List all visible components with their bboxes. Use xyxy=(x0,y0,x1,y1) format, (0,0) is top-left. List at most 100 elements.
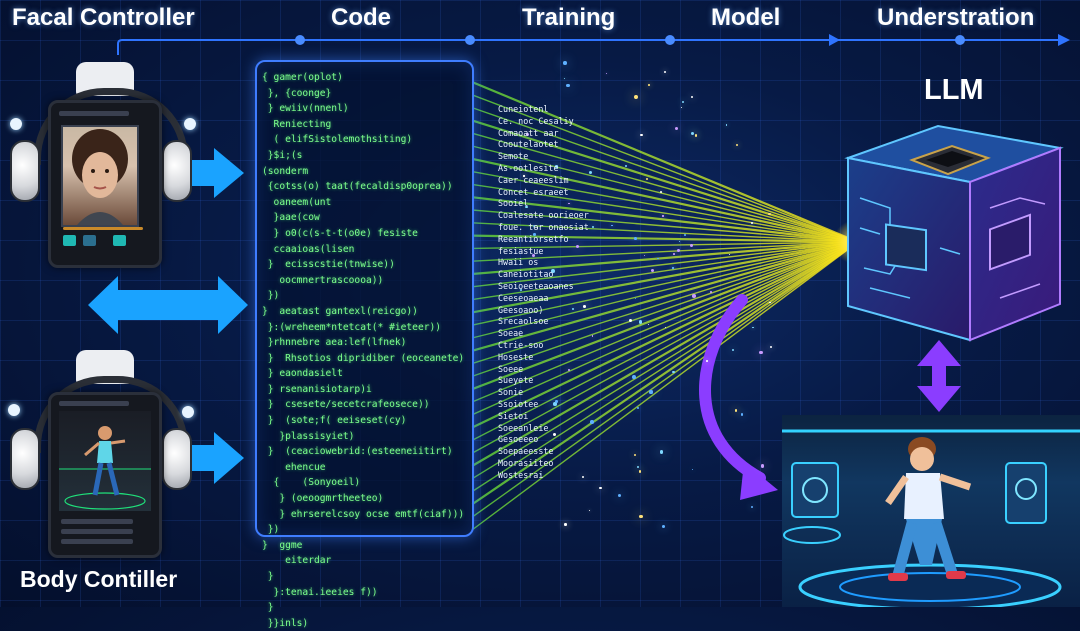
sparkle-dot xyxy=(553,402,557,406)
token-line: Soeae xyxy=(498,328,524,339)
sparkle-dot xyxy=(759,351,763,355)
code-line: ( elifSistolemothsiting) xyxy=(262,134,413,146)
sparkle-dot xyxy=(634,95,639,100)
code-line: }rhnnebre aea:lef(lfnek) xyxy=(262,337,407,349)
sparkle-dot xyxy=(554,400,558,403)
sparkle-dot xyxy=(536,227,539,229)
sparkle-dot xyxy=(618,493,622,497)
code-line: }plassisyiet) xyxy=(262,430,355,442)
beam-line xyxy=(471,241,859,250)
beam-line xyxy=(471,241,859,506)
sparkle-dot xyxy=(725,124,728,126)
beam-line xyxy=(471,241,859,262)
code-line: oaneem(unt xyxy=(262,196,332,208)
blue-arrows xyxy=(88,148,248,484)
sparkle-dot xyxy=(540,474,542,476)
sparkle-dot xyxy=(637,407,640,410)
token-line: Srecaolsoe xyxy=(498,316,549,327)
code-line: eiterdar xyxy=(262,555,332,567)
body-controller-label: Body Contiller xyxy=(20,566,178,592)
sparkle-dot xyxy=(706,360,709,363)
beam-line xyxy=(471,241,859,416)
sparkle-dot xyxy=(644,254,646,256)
sparkle-dot xyxy=(740,412,744,416)
sparkle-dot xyxy=(731,348,735,352)
code-line: } (ceaciowebrid:(esteeneiitirt) xyxy=(262,446,453,458)
code-line: }, {coonge} xyxy=(262,87,332,99)
facial-tablet xyxy=(48,100,162,268)
code-line: { (Sonyoeil) xyxy=(262,477,361,489)
token-line: Reeantiorsetfo xyxy=(498,233,569,244)
sparkle-dot xyxy=(591,225,594,228)
token-line: Comaoatt aar xyxy=(498,127,559,138)
sparkle-dot xyxy=(533,225,536,228)
token-line: Sooiel xyxy=(498,198,529,209)
code-line: } csesete/secetcrafeosece)) xyxy=(262,399,430,411)
token-line: Concet esraeet xyxy=(498,186,569,197)
beam-line xyxy=(471,240,859,314)
sparkle-dot xyxy=(520,288,523,292)
sparkle-dot xyxy=(662,215,664,217)
sensor-dot-icon xyxy=(8,404,20,416)
face-icon xyxy=(72,129,128,225)
timeline-arrowhead xyxy=(1058,34,1070,46)
sparkle-dot xyxy=(575,244,579,249)
code-line: }) xyxy=(262,290,280,302)
code-line: } eaondasielt xyxy=(262,368,343,380)
beam-line xyxy=(471,241,859,403)
sparkle-dot xyxy=(564,523,567,526)
sparkle-dot xyxy=(582,475,585,478)
sparkle-dot xyxy=(694,134,698,137)
sparkle-dot xyxy=(568,202,570,204)
sparkle-dot xyxy=(583,305,586,308)
sparkle-dot xyxy=(589,509,591,511)
llm-label: LLM xyxy=(924,74,984,106)
right-headphone-icon xyxy=(162,140,192,202)
scene-graphic xyxy=(782,429,1080,607)
token-line: Caneiotitao xyxy=(498,269,554,280)
sparkle-dot xyxy=(681,106,683,108)
code-line: }:(wreheem*ntetcat(* #ieteer)) xyxy=(262,321,442,333)
sparkle-dot xyxy=(639,514,643,519)
right-headphone-icon xyxy=(162,428,192,490)
sparkle-dot xyxy=(769,301,771,303)
sparkle-dot xyxy=(552,432,557,437)
sparkle-dot xyxy=(735,143,738,146)
sparkle-dot xyxy=(690,95,694,99)
sparkle-dot xyxy=(551,268,556,273)
token-line: fesiastue xyxy=(498,245,544,256)
arrow-facial-to-code xyxy=(192,148,244,198)
sparkle-dot xyxy=(532,253,536,257)
beam-line xyxy=(471,119,859,244)
code-line: } Rhsotios dipridiber (eoceanete) xyxy=(262,352,465,364)
stage-understanding: Understration xyxy=(877,4,1035,31)
sparkle-dot xyxy=(635,297,637,300)
sparkle-dot xyxy=(526,132,530,136)
code-line: }}inls) xyxy=(262,617,309,629)
token-line: Hoseste xyxy=(498,351,534,362)
token-line: Semote xyxy=(498,151,529,162)
sensor-dot-icon xyxy=(10,118,22,130)
token-line: Ce. noc Cesaliy xyxy=(498,115,574,126)
sparkle-dot xyxy=(661,525,665,529)
code-line: ehencue xyxy=(262,461,326,473)
sparkle-dot xyxy=(750,505,753,508)
token-line: Moorasiiteo xyxy=(498,457,554,468)
sparkle-dot xyxy=(659,191,662,194)
token-line: Wostesrai xyxy=(498,469,544,480)
beam-line xyxy=(471,241,859,467)
sparkle-dot xyxy=(648,84,651,87)
sensor-dot-icon xyxy=(182,406,194,418)
code-panel xyxy=(255,60,474,537)
sparkle-dot xyxy=(636,466,640,469)
code-line: {cotss(o) taat(fecaldisp0oprea)) xyxy=(262,181,453,193)
left-headphone-icon xyxy=(10,428,40,490)
beam-line xyxy=(471,80,859,244)
sensor-dot-icon xyxy=(184,118,196,130)
sparkle-dot xyxy=(605,72,608,75)
beam-line xyxy=(471,240,859,391)
sparkle-dot xyxy=(650,268,655,273)
sparkle-dot xyxy=(691,468,694,471)
sparkle-dot xyxy=(674,127,678,131)
stage-facial-controller: Facal Controller xyxy=(12,4,195,31)
